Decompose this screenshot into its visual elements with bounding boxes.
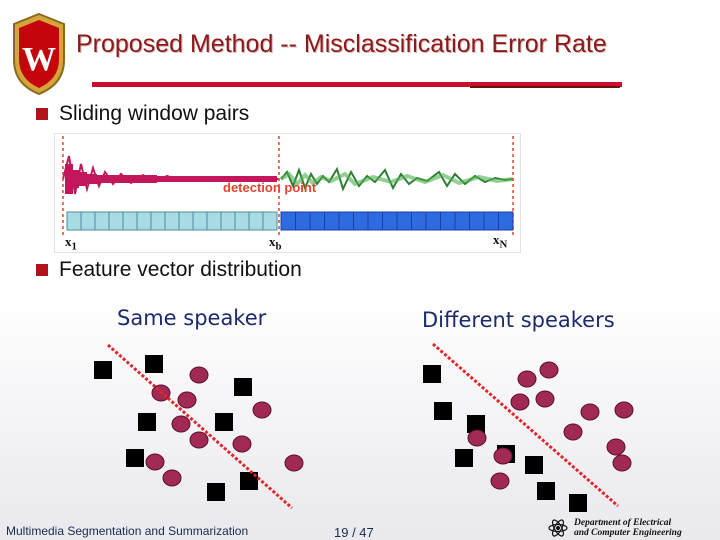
window-cell xyxy=(411,211,427,231)
atom-icon xyxy=(548,519,568,537)
window-cell xyxy=(338,211,354,231)
right-window-cells xyxy=(280,211,514,231)
bullet-item: Sliding window pairs xyxy=(36,102,249,126)
decision-boundary-line xyxy=(107,343,293,510)
window-cell xyxy=(206,211,222,231)
speaker-a-square xyxy=(434,402,452,420)
window-cell xyxy=(309,211,325,231)
speaker-b-circle xyxy=(252,401,272,419)
window-cell xyxy=(234,211,250,231)
window-cell xyxy=(295,211,311,231)
window-cell xyxy=(425,211,441,231)
sliding-window-figure: detection point x1 xb xN xyxy=(54,133,521,253)
window-cell xyxy=(454,211,470,231)
title-underline xyxy=(92,82,622,87)
speaker-a-square xyxy=(215,413,233,431)
window-cell xyxy=(353,211,369,231)
page-number: 19 / 47 xyxy=(334,525,374,540)
window-cell xyxy=(280,211,296,231)
window-cell xyxy=(440,211,456,231)
speaker-b-circle xyxy=(171,415,191,433)
speaker-b-circle xyxy=(177,391,197,409)
left-waveform xyxy=(62,155,280,195)
window-cell xyxy=(248,211,264,231)
window-cell xyxy=(220,211,236,231)
speaker-a-square xyxy=(145,355,163,373)
bullet-text: Feature vector distribution xyxy=(59,258,302,281)
speaker-b-circle xyxy=(490,472,510,490)
speaker-b-circle xyxy=(145,453,165,471)
speaker-b-circle xyxy=(189,366,209,384)
window-cell xyxy=(192,211,208,231)
speaker-a-square xyxy=(126,449,144,467)
speaker-a-square xyxy=(138,413,156,431)
speaker-a-square xyxy=(423,365,441,383)
speaker-b-circle xyxy=(580,403,600,421)
window-cell xyxy=(178,211,194,231)
bullet-text: Sliding window pairs xyxy=(59,102,250,125)
department-name: Department of Electrical and Computer En… xyxy=(574,518,682,538)
window-cell xyxy=(122,211,138,231)
left-window-cells xyxy=(66,211,278,231)
window-cell xyxy=(498,211,514,231)
bullet-square-icon xyxy=(36,264,48,276)
x1-label: x1 xyxy=(65,234,77,253)
window-cell xyxy=(150,211,166,231)
bullet-item: Feature vector distribution xyxy=(36,258,302,282)
speaker-b-circle xyxy=(517,370,537,388)
svg-text:W: W xyxy=(22,41,56,78)
same-speaker-caption: Same speaker xyxy=(117,306,267,330)
window-cell xyxy=(483,211,499,231)
speaker-b-circle xyxy=(535,390,555,408)
waveform-diagram xyxy=(62,136,514,238)
speaker-b-circle xyxy=(162,469,182,487)
speaker-a-square xyxy=(569,494,587,512)
speaker-a-square xyxy=(525,456,543,474)
window-cell xyxy=(80,211,96,231)
speaker-b-circle xyxy=(612,454,632,472)
window-cell xyxy=(262,211,278,231)
speaker-b-circle xyxy=(493,447,513,465)
title-underline-accent xyxy=(470,86,620,88)
footer-course-title: Multimedia Segmentation and Summarizatio… xyxy=(6,524,249,538)
window-cell xyxy=(382,211,398,231)
different-speakers-caption: Different speakers xyxy=(422,308,615,332)
speaker-b-circle xyxy=(284,454,304,472)
decision-boundary-line xyxy=(432,342,619,508)
university-crest-logo: W xyxy=(13,12,65,96)
speaker-a-square xyxy=(234,378,252,396)
speaker-b-circle xyxy=(232,435,252,453)
speaker-a-square xyxy=(240,472,258,490)
window-cell xyxy=(66,211,82,231)
speaker-b-circle xyxy=(467,429,487,447)
window-cell xyxy=(164,211,180,231)
speaker-a-square xyxy=(455,449,473,467)
window-cell xyxy=(94,211,110,231)
department-logo: Department of Electrical and Computer En… xyxy=(548,516,716,540)
window-cell xyxy=(469,211,485,231)
speaker-b-circle xyxy=(189,431,209,449)
window-cell xyxy=(367,211,383,231)
xn-label: xN xyxy=(493,232,508,251)
bullet-square-icon xyxy=(36,108,48,120)
slide-title: Proposed Method -- Misclassification Err… xyxy=(76,30,607,58)
detection-point-label: detection point xyxy=(223,180,317,195)
speaker-b-circle xyxy=(614,401,634,419)
speaker-b-circle xyxy=(606,438,626,456)
speaker-b-circle xyxy=(510,393,530,411)
speaker-a-square xyxy=(94,361,112,379)
right-waveform xyxy=(279,166,514,192)
feature-scatter-diagram xyxy=(94,342,634,512)
window-cell xyxy=(324,211,340,231)
speaker-a-square xyxy=(467,415,485,433)
window-cell xyxy=(396,211,412,231)
speaker-b-circle xyxy=(563,423,583,441)
window-cell xyxy=(108,211,124,231)
xb-label: xb xyxy=(269,234,282,253)
speaker-a-square xyxy=(537,482,555,500)
speaker-b-circle xyxy=(539,361,559,379)
window-cell xyxy=(136,211,152,231)
speaker-a-square xyxy=(207,483,225,501)
